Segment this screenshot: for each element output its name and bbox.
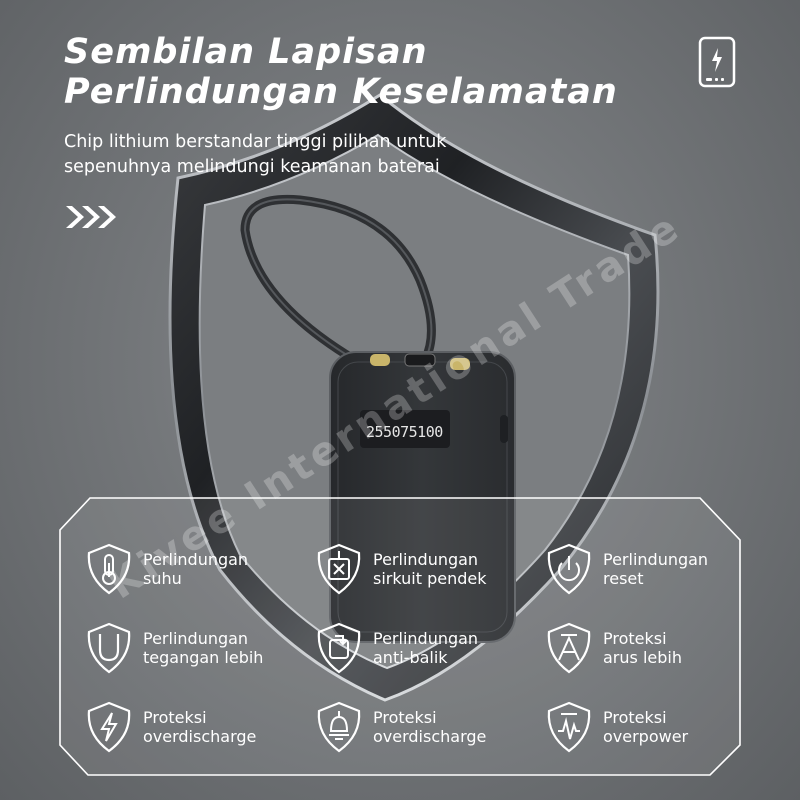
feature-title: Proteksi xyxy=(603,708,667,727)
feature-label: Perlindungan anti-balik xyxy=(373,629,478,667)
short-circuit-icon xyxy=(317,543,361,595)
feature-short-circuit-protection: Perlindungan sirkuit pendek xyxy=(315,543,545,599)
triple-chevron-icon xyxy=(66,206,116,228)
anti-reverse-icon xyxy=(317,622,361,674)
power-reset-icon xyxy=(547,543,591,595)
plug-shield-icon xyxy=(317,701,361,753)
feature-temperature-protection: Perlindungan suhu xyxy=(85,543,315,599)
page-description: Chip lithium berstandar tinggi pilihan u… xyxy=(64,130,446,180)
page-title: Sembilan Lapisan Perlindungan Keselamata… xyxy=(64,32,618,112)
feature-subtitle: overdischarge xyxy=(143,727,257,746)
overvoltage-icon xyxy=(87,622,131,674)
phone-battery-icon xyxy=(698,36,736,88)
feature-subtitle: arus lebih xyxy=(603,648,682,667)
feature-title: Perlindungan xyxy=(143,629,249,648)
feature-overdischarge-protection-1: Proteksi overdischarge xyxy=(85,701,315,757)
feature-label: Proteksi overdischarge xyxy=(373,708,486,746)
thermometer-shield-icon xyxy=(87,543,131,595)
feature-overcurrent-protection: Proteksi arus lebih xyxy=(545,622,775,678)
lightning-shield-icon xyxy=(87,701,131,753)
power-bank xyxy=(329,351,516,643)
feature-title: Proteksi xyxy=(603,629,667,648)
feature-overpower-protection: Proteksi overpower xyxy=(545,701,775,757)
description-line-2: sepenuhnya melindungi keamanan baterai xyxy=(64,157,440,177)
feature-label: Perlindungan tegangan lebih xyxy=(143,629,263,667)
battery-display-readout: 255075100 xyxy=(366,423,443,441)
feature-reset-protection: Perlindungan reset xyxy=(545,543,775,599)
feature-subtitle: anti-balik xyxy=(373,648,448,667)
feature-title: Proteksi xyxy=(373,708,437,727)
feature-label: Proteksi overpower xyxy=(603,708,688,746)
feature-label: Proteksi overdischarge xyxy=(143,708,256,746)
feature-subtitle: overdischarge xyxy=(373,727,487,746)
feature-subtitle: reset xyxy=(603,569,644,588)
feature-anti-reverse-protection: Perlindungan anti-balik xyxy=(315,622,545,678)
feature-overdischarge-protection-2: Proteksi overdischarge xyxy=(315,701,545,757)
title-line-1: Sembilan Lapisan xyxy=(64,32,428,72)
feature-title: Proteksi xyxy=(143,708,207,727)
feature-title: Perlindungan xyxy=(373,629,479,648)
feature-subtitle: tegangan lebih xyxy=(143,648,264,667)
feature-subtitle: suhu xyxy=(143,569,182,588)
feature-subtitle: sirkuit pendek xyxy=(373,569,487,588)
feature-label: Proteksi arus lebih xyxy=(603,629,682,667)
feature-title: Perlindungan xyxy=(603,550,709,569)
feature-overvoltage-protection: Perlindungan tegangan lebih xyxy=(85,622,315,678)
description-line-1: Chip lithium berstandar tinggi pilihan u… xyxy=(64,132,447,152)
title-line-2: Perlindungan Keselamatan xyxy=(64,72,618,112)
overcurrent-icon xyxy=(547,622,591,674)
feature-subtitle: overpower xyxy=(603,727,689,746)
feature-title: Perlindungan xyxy=(143,550,249,569)
overpower-icon xyxy=(547,701,591,753)
feature-title: Perlindungan xyxy=(373,550,479,569)
feature-label: Perlindungan suhu xyxy=(143,550,248,588)
feature-label: Perlindungan reset xyxy=(603,550,708,588)
feature-label: Perlindungan sirkuit pendek xyxy=(373,550,486,588)
